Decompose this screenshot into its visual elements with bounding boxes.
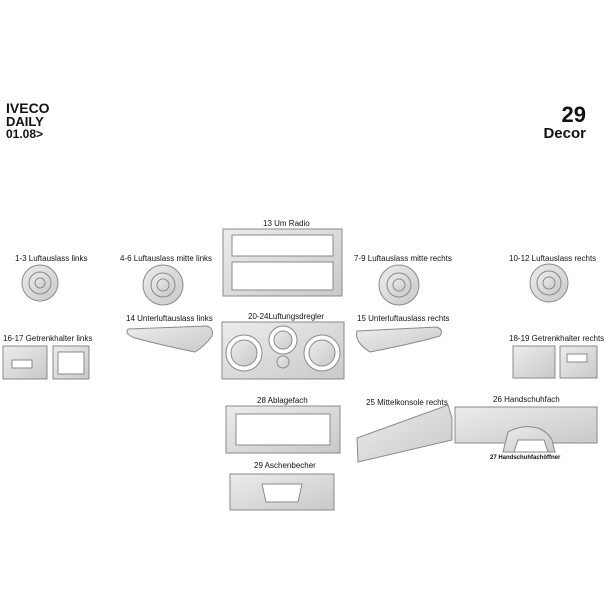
label-radio-frame: 13 Um Radio [263,219,310,228]
label-vent-left: 1-3 Luftauslass links [15,254,88,263]
label-lower-vent-right: 15 Unterluftauslass rechts [357,314,450,323]
vent-right-part [529,263,569,303]
label-center-console: 25 Mittelkonsole rechts [366,398,448,407]
cupholder-right-part [512,345,598,379]
radio-frame-part [222,228,343,297]
model-text: DAILY [6,114,44,129]
vent-left-part [21,264,59,302]
label-vent-right: 10-12 Luftauslass rechts [509,254,597,263]
storage-tray-part [225,405,341,454]
cupholder-left-part [2,345,90,380]
label-cupholder-left: 16-17 Getrenkhalter links [3,334,93,343]
label-glovebox: 26 Handschuhfach [493,395,560,404]
regulator-panel-part [221,321,345,380]
label-cupholder-right: 18-19 Getrenkhalter rechts [509,334,604,343]
label-ashtray: 29 Aschenbecher [254,461,316,470]
brand-text: IVECO [6,100,50,116]
label-storage-tray: 28 Ablagefach [257,396,308,405]
set-number: 29 [561,102,586,127]
lower-vent-right-part [356,326,442,353]
set-type: Decor [543,125,586,142]
year-text: 01.08> [6,127,44,141]
set-header: 29 Decor [543,104,586,142]
lower-vent-left-part [126,325,213,353]
label-lower-vent-left: 14 Unterluftauslass links [126,314,213,323]
vent-mid-right-part [378,264,420,306]
vehicle-header: IVECO DAILY 01.08> [6,100,50,141]
center-console-right-part [356,404,453,463]
glovebox-part [454,406,598,444]
label-vent-mid-right: 7-9 Luftauslass mitte rechts [354,254,452,263]
glovebox-opener-part [502,426,556,453]
label-regulator: 20-24Luftungsdregler [248,312,325,321]
ashtray-part [229,473,335,511]
label-vent-mid-left: 4-6 Luftauslass mitte links [120,254,213,263]
vent-mid-left-part [142,264,184,306]
label-glovebox-opener: 27 Handschuhfachöffner [490,455,561,461]
